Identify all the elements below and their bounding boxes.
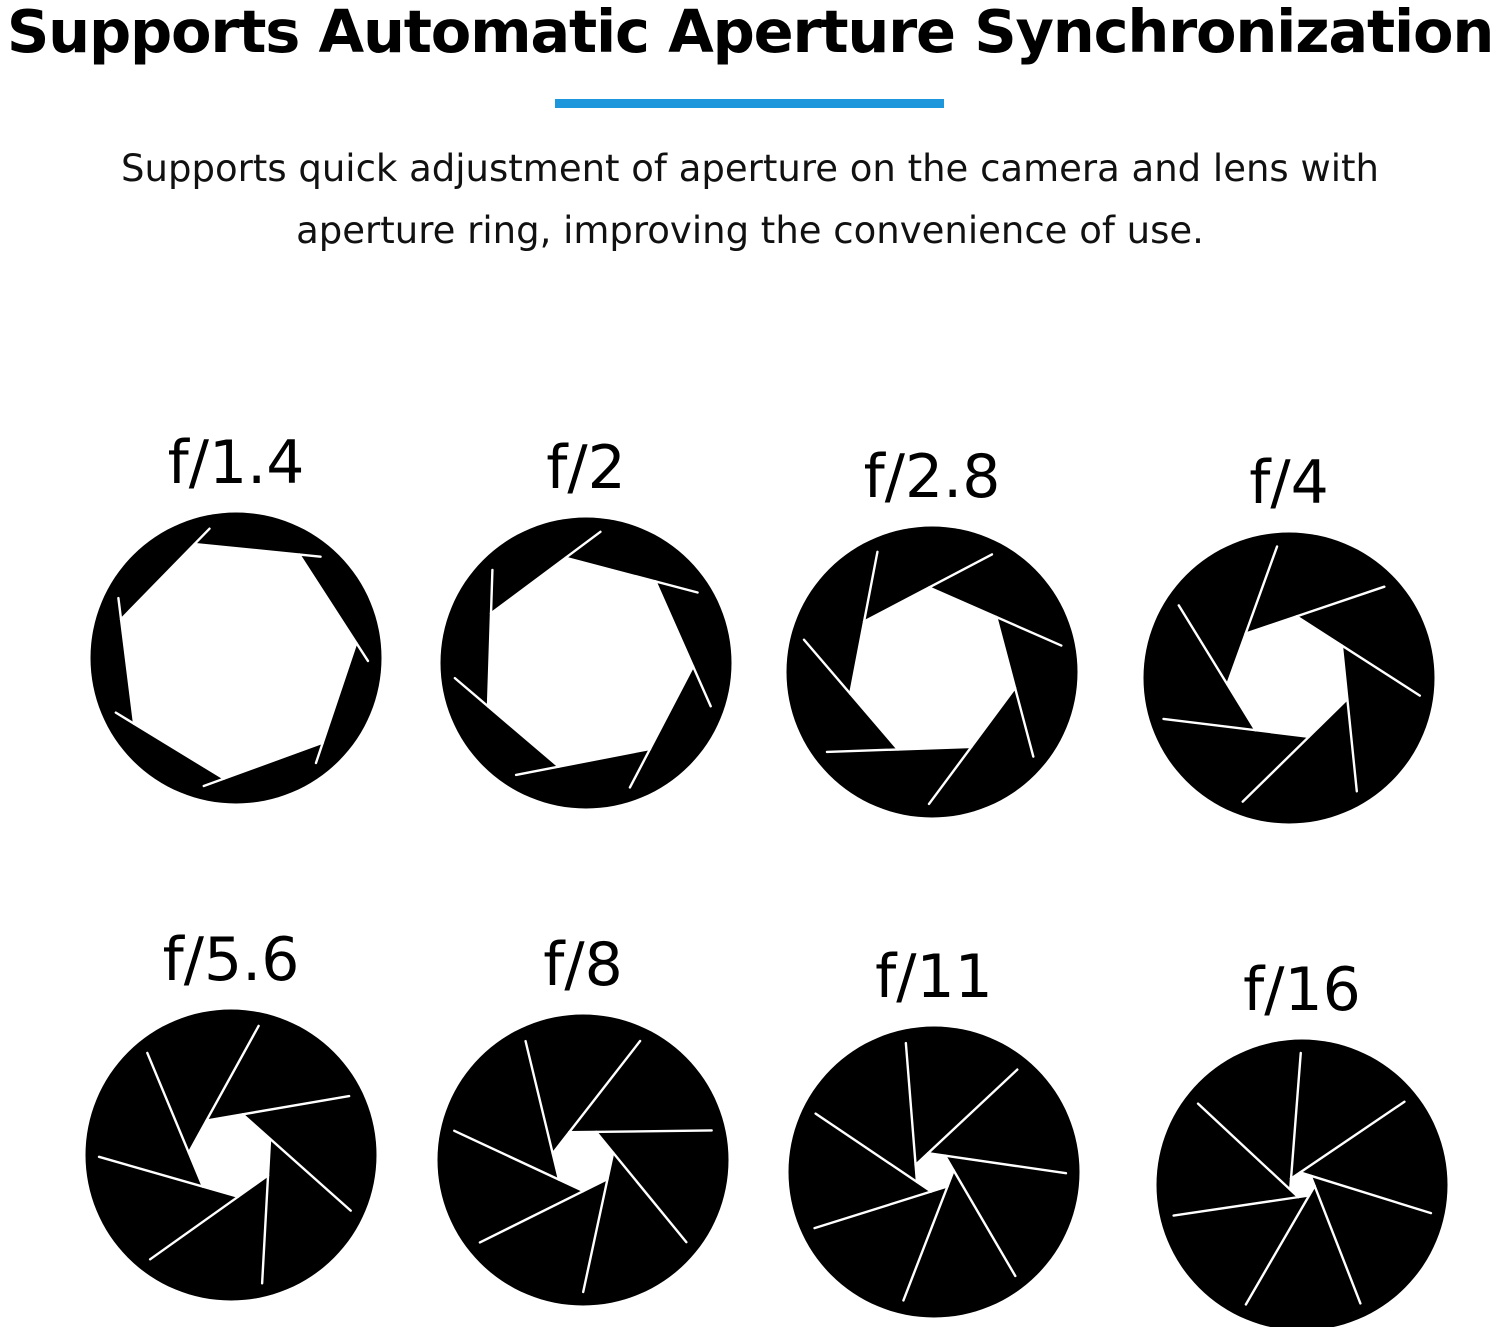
- blade-edge: [814, 1112, 933, 1193]
- blade-edge: [205, 1094, 351, 1122]
- blade-edge: [654, 580, 712, 708]
- blade-edge: [1196, 1102, 1300, 1199]
- blade-edge: [1244, 1184, 1316, 1306]
- blade-edge: [241, 1113, 352, 1212]
- aperture-opening: [1227, 616, 1348, 737]
- blade-edge: [453, 1129, 585, 1193]
- aperture-item-f1-4: f/1.4: [86, 428, 386, 808]
- aperture-opening: [1290, 1172, 1315, 1198]
- blade-edge: [581, 1151, 615, 1294]
- blade-edge: [489, 530, 602, 615]
- blade-edge: [524, 1039, 561, 1181]
- blade-edge: [514, 747, 652, 777]
- f-stop-label: f/1.4: [167, 428, 305, 498]
- f-stop-label: f/4: [1249, 448, 1329, 518]
- aperture-iris-icon: [440, 517, 732, 809]
- blade-edge: [1289, 1100, 1406, 1180]
- blade-edge: [1241, 697, 1349, 803]
- blade-edge: [564, 556, 699, 594]
- blade-edge: [904, 1041, 919, 1184]
- blade-edge: [594, 1130, 688, 1244]
- blade-edge: [486, 568, 494, 708]
- aperture-opening: [121, 544, 357, 779]
- aperture-item-f16: f/16: [1152, 955, 1452, 1327]
- blade-edge: [551, 1039, 642, 1155]
- blade-edge: [1288, 1051, 1302, 1191]
- blade-edge: [187, 1024, 260, 1154]
- aperture-iris-icon: [90, 512, 382, 804]
- blade-edge: [260, 1137, 272, 1285]
- blade-edge: [1295, 615, 1422, 697]
- page-subtitle: Supports quick adjustment of aperture on…: [121, 147, 1379, 252]
- aperture-item-f11: f/11: [784, 942, 1084, 1322]
- aperture-item-f2: f/2: [436, 433, 736, 813]
- blade-edge: [943, 1154, 1017, 1278]
- blade-edge: [1298, 1171, 1433, 1215]
- aperture-opening: [915, 1153, 954, 1192]
- blade-edge: [97, 1155, 240, 1198]
- blade-edge: [862, 553, 994, 623]
- blade-edge: [1172, 1194, 1311, 1217]
- blade-edge: [1226, 545, 1279, 686]
- blade-edge: [926, 1151, 1068, 1175]
- aperture-iris-icon: [1143, 532, 1435, 824]
- blade-edge: [568, 1129, 713, 1134]
- blade-edge: [453, 676, 560, 768]
- aperture-item-f2-8: f/2.8: [782, 442, 1082, 822]
- aperture-iris-icon: [788, 1026, 1080, 1318]
- f-stop-label: f/5.6: [162, 925, 300, 995]
- blade-edge: [902, 1169, 955, 1302]
- f-stop-label: f/16: [1243, 955, 1361, 1025]
- aperture-iris-icon: [85, 1009, 377, 1301]
- f-stop-label: f/2: [546, 433, 626, 503]
- aperture-item-f8: f/8: [433, 930, 733, 1310]
- blade-edge: [1244, 585, 1386, 635]
- aperture-opening: [487, 557, 694, 767]
- f-stop-label: f/8: [543, 930, 623, 1000]
- blade-edge: [1162, 717, 1311, 738]
- aperture-item-f4: f/4: [1139, 448, 1439, 828]
- blade-edge: [119, 527, 211, 621]
- aperture-opening: [188, 1114, 271, 1197]
- aperture-item-f5-6: f/5.6: [81, 925, 381, 1305]
- blade-edge: [478, 1177, 609, 1244]
- aperture-opening: [552, 1131, 614, 1192]
- blade-edge: [1309, 1174, 1362, 1305]
- blade-edge: [628, 665, 695, 789]
- title-accent-bar: [555, 99, 944, 108]
- blade-edge: [914, 1068, 1019, 1167]
- aperture-iris-icon: [437, 1014, 729, 1306]
- f-stop-label: f/2.8: [863, 442, 1001, 512]
- blade-edge: [1340, 644, 1359, 793]
- blade-edge: [146, 1051, 205, 1188]
- blade-edge: [1177, 604, 1257, 732]
- f-stop-label: f/11: [875, 942, 993, 1012]
- aperture-iris-icon: [1156, 1039, 1448, 1327]
- blade-edge: [813, 1185, 949, 1230]
- aperture-opening: [850, 587, 1016, 750]
- page-title: Supports Automatic Aperture Synchronizat…: [6, 0, 1494, 66]
- blade-edge: [148, 1174, 270, 1261]
- aperture-iris-icon: [786, 526, 1078, 818]
